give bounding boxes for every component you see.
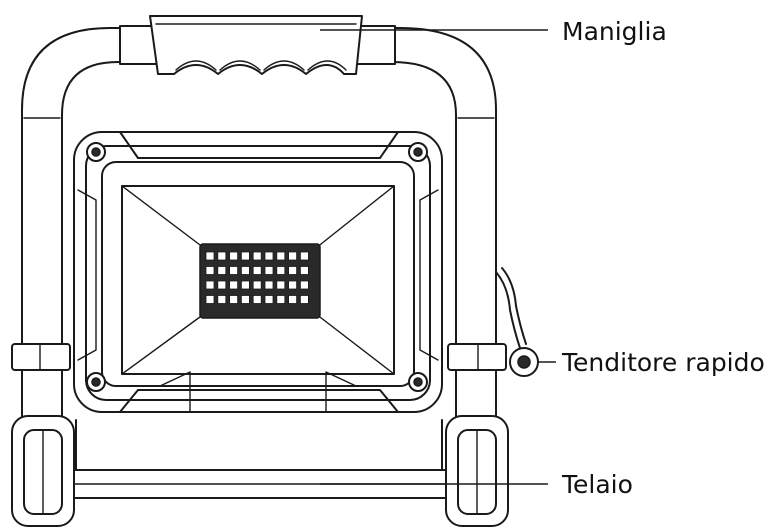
led-cell (217, 295, 227, 304)
led-cell (299, 295, 309, 304)
led-cell (205, 295, 215, 304)
led-cell (205, 266, 215, 275)
led-cell (217, 266, 227, 275)
led-cell (240, 280, 250, 290)
led-cell (252, 251, 262, 261)
led-cell (229, 266, 239, 275)
led-panel (199, 243, 321, 319)
label-quick-tensioner: Tenditore rapido (562, 348, 765, 377)
corner-screws (86, 142, 428, 392)
led-cell (264, 280, 274, 290)
base-frame (69, 419, 449, 499)
led-cell (288, 266, 298, 275)
led-cell (240, 266, 250, 275)
left-wheel (11, 415, 75, 527)
led-cell (276, 295, 286, 304)
led-cell (288, 251, 298, 261)
led-cell (205, 251, 215, 261)
led-cell (264, 266, 274, 275)
label-frame: Telaio (562, 470, 633, 499)
led-cell (288, 280, 298, 290)
led-cell (205, 280, 215, 290)
label-handle: Maniglia (562, 17, 667, 46)
quick-tensioner (495, 267, 539, 377)
led-cell (264, 295, 274, 304)
led-cell (252, 295, 262, 304)
led-cell (276, 266, 286, 275)
led-cell (229, 280, 239, 290)
right-wheel (445, 415, 509, 527)
led-cell (252, 280, 262, 290)
led-cell (229, 295, 239, 304)
led-cell (217, 280, 227, 290)
led-cell (240, 295, 250, 304)
led-cell (299, 251, 309, 261)
led-cell (276, 251, 286, 261)
led-cell (299, 266, 309, 275)
led-cell (288, 295, 298, 304)
led-cell (264, 251, 274, 261)
led-cell (229, 251, 239, 261)
led-cell (299, 280, 309, 290)
led-cell (276, 280, 286, 290)
handle (119, 15, 396, 75)
pivot-brackets (11, 343, 507, 371)
led-cell (217, 251, 227, 261)
led-cell (252, 266, 262, 275)
led-cell (240, 251, 250, 261)
